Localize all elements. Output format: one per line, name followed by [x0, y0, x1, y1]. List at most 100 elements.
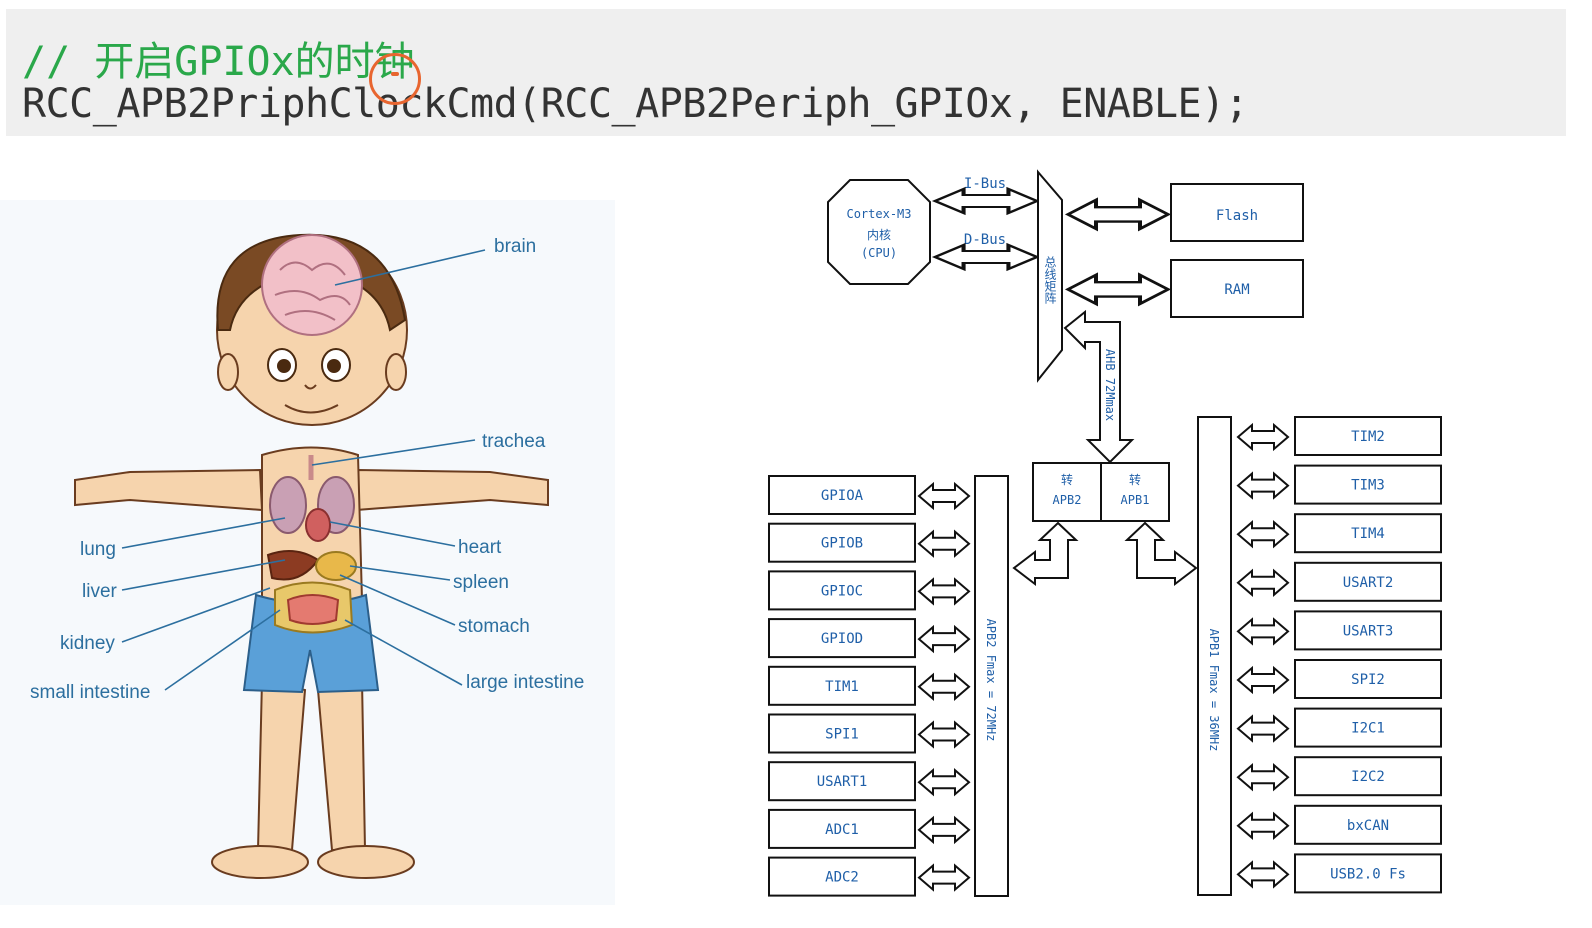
- spi1-peripheral-box: [768, 713, 916, 754]
- apb1-bridge-line2: APB1: [1121, 493, 1150, 507]
- dbus-label: D-Bus: [964, 232, 1006, 248]
- tim3-peripheral-box: [1294, 464, 1442, 505]
- gpiob-peripheral-label: GPIOB: [821, 536, 863, 552]
- gpioa-link-arrow: [917, 481, 971, 511]
- ahb-bus-arrow: [1063, 309, 1135, 464]
- bus-architecture-diagram: Cortex-M3 内核 (CPU) I-Bus D-Bus 总线矩阵 Flas…: [768, 169, 1442, 897]
- usart1-peripheral-label: USART1: [817, 774, 868, 790]
- adc1-peripheral-label: ADC1: [825, 822, 859, 838]
- ahb-label: AHB 72Mmax: [1103, 349, 1117, 421]
- usart1-link-arrow: [917, 768, 971, 797]
- apb1-bus: [1197, 416, 1232, 896]
- i2c1-link-arrow: [1236, 714, 1290, 743]
- flash-arrow: [1066, 198, 1170, 231]
- gpiod-link-arrow: [917, 624, 971, 654]
- label-lung: lung: [80, 539, 116, 560]
- ram-arrow: [1066, 273, 1170, 306]
- spi1-peripheral-label: SPI1: [825, 727, 859, 743]
- apb2-bus: [974, 475, 1009, 897]
- usart3-link-arrow: [1236, 617, 1290, 646]
- adc2-link-arrow: [917, 863, 971, 892]
- gpioc-link-arrow: [917, 577, 971, 606]
- tim1-peripheral-box: [768, 665, 916, 706]
- usart3-peripheral-label: USART3: [1343, 623, 1394, 639]
- ram-label: RAM: [1224, 282, 1249, 298]
- label-stomach: stomach: [458, 616, 530, 637]
- flash-label: Flash: [1216, 208, 1258, 224]
- code-panel: // 开启GPIOx的时钟 RCC_APB2PriphClockCmd(RCC_…: [6, 9, 1566, 136]
- code-comment: // 开启GPIOx的时钟: [22, 39, 415, 85]
- spi1-link-arrow: [917, 720, 971, 749]
- usart1-peripheral-box: [768, 761, 916, 802]
- cpu-label-name: Cortex-M3: [846, 207, 911, 221]
- tim2-peripheral-label: TIM2: [1351, 429, 1385, 445]
- usart3-peripheral-box: [1294, 610, 1442, 651]
- gpioa-peripheral-label: GPIOA: [821, 488, 864, 504]
- code-statement: RCC_APB2PriphClockCmd(RCC_APB2Periph_GPI…: [22, 81, 1249, 127]
- bus-matrix-label: 总线矩阵: [1043, 256, 1057, 305]
- spi2-peripheral-box: [1294, 659, 1442, 699]
- label-kidney: kidney: [60, 633, 115, 654]
- cpu-label-core: 内核: [867, 228, 891, 242]
- apb1-bridge: [1100, 462, 1170, 522]
- apb2-bus-label: APB2 Fmax = 72MHz: [984, 619, 998, 742]
- gpiob-link-arrow: [917, 529, 971, 558]
- bxcan-link-arrow: [1236, 811, 1290, 840]
- cpu-core: [827, 179, 931, 285]
- tim4-link-arrow: [1236, 520, 1290, 549]
- adc1-peripheral-box: [768, 808, 916, 849]
- apb1-bus-label: APB1 Fmax = 36MHz: [1207, 629, 1221, 752]
- bxcan-peripheral-label: bxCAN: [1347, 818, 1389, 834]
- ibus-label: I-Bus: [964, 176, 1006, 192]
- i2c1-peripheral-label: I2C1: [1351, 721, 1385, 737]
- usb2-0-fs-peripheral-label: USB2.0 Fs: [1330, 866, 1406, 882]
- mouse-cursor-highlight: [369, 53, 421, 105]
- usb2-0-fs-link-arrow: [1236, 860, 1290, 889]
- dbus-arrow: [935, 245, 1037, 269]
- bus-matrix: [1037, 169, 1063, 383]
- gpioc-peripheral-box: [768, 570, 916, 611]
- gpiob-peripheral-box: [768, 522, 916, 563]
- gpiod-peripheral-label: GPIOD: [821, 631, 863, 647]
- gpiod-peripheral-box: [768, 618, 916, 659]
- body-anatomy-illustration: brain trachea lung heart liver spleen ki…: [0, 200, 615, 905]
- label-heart: heart: [458, 537, 502, 558]
- adc2-peripheral-box: [768, 856, 916, 897]
- ibus-arrow: [935, 189, 1037, 213]
- label-liver: liver: [82, 581, 118, 602]
- cpu-label-cpu: (CPU): [861, 246, 897, 260]
- bxcan-peripheral-box: [1294, 804, 1442, 845]
- label-small-intestine: small intestine: [30, 682, 150, 703]
- spi2-link-arrow: [1236, 665, 1290, 695]
- usart2-link-arrow: [1236, 568, 1290, 597]
- usb2-0-fs-peripheral-box: [1294, 853, 1442, 894]
- ram-box: [1170, 259, 1304, 318]
- i2c1-peripheral-box: [1294, 707, 1442, 748]
- i2c2-peripheral-box: [1294, 756, 1442, 797]
- adc1-link-arrow: [917, 815, 971, 845]
- label-large-intestine: large intestine: [466, 672, 584, 693]
- tim4-peripheral-label: TIM4: [1351, 526, 1385, 542]
- gpioa-peripheral-box: [768, 475, 916, 515]
- tim1-link-arrow: [917, 672, 971, 701]
- tim2-link-arrow: [1236, 422, 1290, 452]
- label-spleen: spleen: [453, 572, 509, 593]
- apb2-bridge: [1032, 462, 1102, 522]
- usart2-peripheral-box: [1294, 561, 1442, 602]
- label-brain: brain: [494, 236, 536, 257]
- mouse-cursor-dot: [391, 72, 399, 76]
- apb1-bridge-line1: 转: [1129, 472, 1141, 487]
- i2c2-peripheral-label: I2C2: [1351, 769, 1385, 785]
- apb2-bridge-line2: APB2: [1053, 493, 1082, 507]
- usart2-peripheral-label: USART2: [1343, 575, 1394, 591]
- label-trachea: trachea: [482, 431, 546, 452]
- tim4-peripheral-box: [1294, 513, 1442, 554]
- tim1-peripheral-label: TIM1: [825, 679, 859, 695]
- tim2-peripheral-box: [1294, 416, 1442, 456]
- gpioc-peripheral-label: GPIOC: [821, 583, 863, 599]
- flash-box: [1170, 183, 1304, 242]
- tim3-peripheral-label: TIM3: [1351, 478, 1385, 494]
- apb1-bridge-arrow: [1124, 521, 1198, 587]
- spi2-peripheral-label: SPI2: [1351, 672, 1385, 688]
- apb2-bridge-arrow: [1012, 521, 1079, 587]
